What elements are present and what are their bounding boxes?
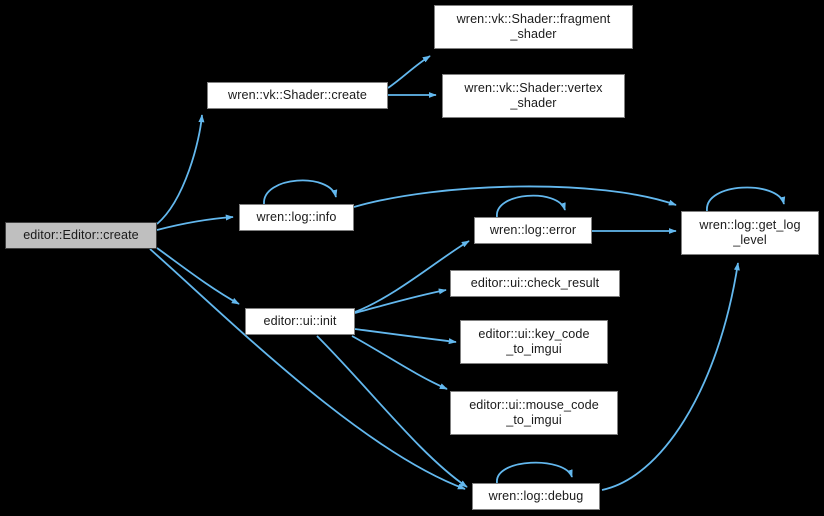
edge-log-debug-to-get-log-level (601, 262, 740, 491)
node-get_log_level[interactable]: wren::log::get_log _level (681, 211, 819, 255)
edge-ui-init-to-log-debug (316, 335, 468, 488)
edge-ui-init-to-check-result (354, 288, 447, 314)
edge-ui-init-to-key-code (354, 328, 457, 345)
node-shader_create[interactable]: wren::vk::Shader::create (207, 82, 388, 109)
node-check_result[interactable]: editor::ui::check_result (450, 270, 620, 297)
edge-shader-create-to-fragment (387, 55, 431, 89)
edge-ui-init-to-log-error (354, 240, 470, 313)
node-vertex_shader[interactable]: wren::vk::Shader::vertex _shader (442, 74, 625, 118)
edge-log-info-to-get-log-level (353, 185, 677, 208)
node-log_debug[interactable]: wren::log::debug (472, 483, 600, 510)
edge-create-to-log-info (156, 214, 234, 231)
edge-log-error-self (496, 194, 566, 218)
node-mouse_code_to_imgui[interactable]: editor::ui::mouse_code _to_imgui (450, 391, 618, 435)
edge-log-debug-self (496, 461, 573, 484)
edge-create-to-ui-init (156, 247, 240, 305)
edge-get-log-level-self (706, 186, 786, 212)
node-ui_init[interactable]: editor::ui::init (245, 308, 355, 335)
node-fragment_shader[interactable]: wren::vk::Shader::fragment _shader (434, 5, 633, 49)
node-editor_create[interactable]: editor::Editor::create (5, 222, 157, 249)
edge-ui-init-to-mouse-code (351, 335, 448, 390)
edge-create-to-log-debug (149, 248, 466, 490)
edge-log-info-self (263, 179, 338, 205)
node-log_info[interactable]: wren::log::info (239, 204, 354, 231)
edge-create-to-shader-create (156, 114, 205, 225)
node-key_code_to_imgui[interactable]: editor::ui::key_code _to_imgui (460, 320, 608, 364)
node-log_error[interactable]: wren::log::error (474, 217, 592, 244)
